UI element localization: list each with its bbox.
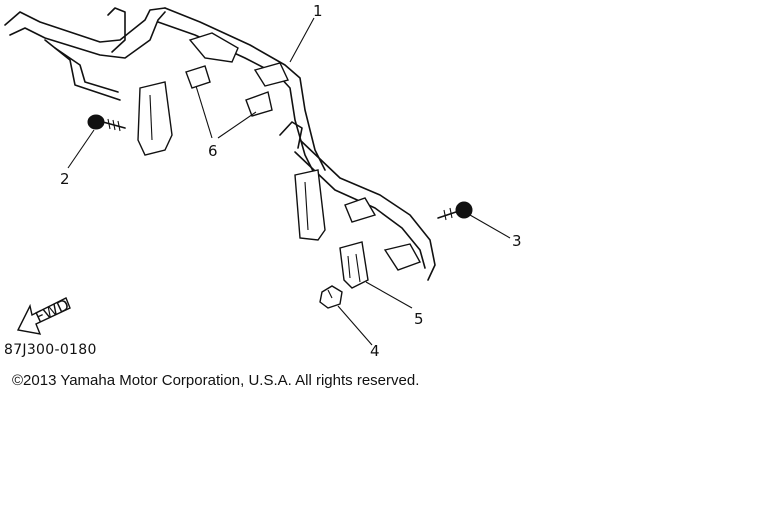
- callout-5: 5: [414, 310, 424, 328]
- callout-3: 3: [512, 232, 522, 250]
- bolt-part-3: [437, 201, 473, 221]
- callout-6: 6: [208, 142, 218, 160]
- callout-4: 4: [370, 342, 380, 360]
- callout-2: 2: [60, 170, 70, 188]
- part-code: 87J300-0180: [4, 342, 97, 358]
- fwd-arrow-icon: FWD: [16, 296, 72, 335]
- leader-lines: [67, 17, 511, 346]
- bracket-part-5: [339, 241, 369, 289]
- copyright-notice: ©2013 Yamaha Motor Corporation, U.S.A. A…: [12, 372, 420, 389]
- nut-part-4: [319, 285, 343, 309]
- clamp-part-6a: [185, 65, 211, 89]
- callout-1: 1: [313, 2, 323, 20]
- fwd-label: FWD: [33, 296, 72, 327]
- bracket-frame: [4, 7, 436, 281]
- bolt-part-2: [87, 114, 126, 132]
- clamp-part-6b: [245, 91, 273, 117]
